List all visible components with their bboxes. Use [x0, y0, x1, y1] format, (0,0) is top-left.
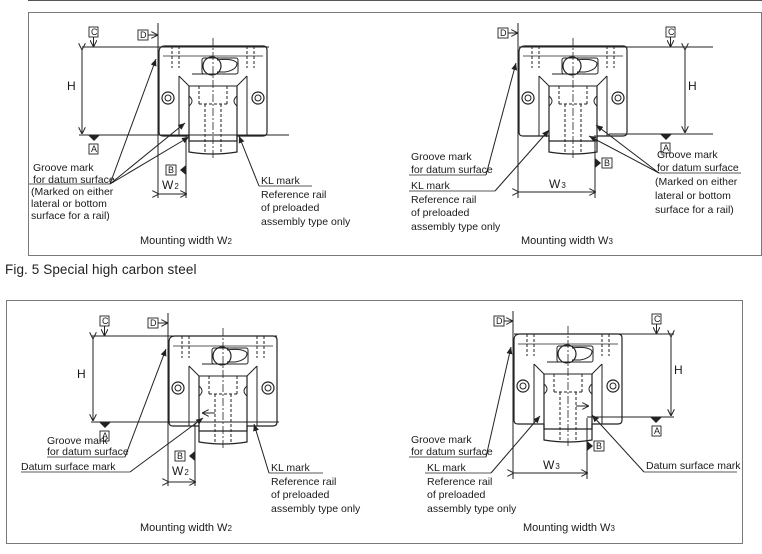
caption-bottom-left: Mounting width W2: [140, 522, 232, 534]
groove-mark-label-left: Groove mark for datum surface: [411, 151, 493, 176]
kl-leader-bl: [253, 423, 270, 474]
datum-b-label-right: B: [604, 158, 610, 168]
kl-leader-right: [494, 129, 550, 192]
datum-a-box-bl: [99, 430, 110, 442]
datum-d-label-right: D: [500, 28, 507, 38]
groove-leader-right-2: [588, 135, 660, 174]
datum-c-label-right: C: [668, 27, 675, 37]
datum-surface-mark-label-bl: Datum surface mark: [21, 461, 116, 473]
kl-leader: [238, 135, 260, 187]
h-label: H: [67, 79, 76, 93]
h-label-right: H: [688, 79, 697, 93]
datum-d-label-bl: D: [150, 318, 157, 328]
diagram-top-svg: H C D A B W2 Groove mark for datum surfa…: [29, 23, 742, 247]
datum-a-triangle-br: [650, 417, 662, 423]
groove-mark-label-right: Groove mark for datum surface (Marked on…: [655, 149, 742, 216]
w2-label: W2: [162, 178, 179, 192]
datum-surface-leader-bl: [129, 417, 204, 473]
groove-leader-br: [485, 346, 513, 458]
datum-b-box: [165, 164, 177, 176]
datum-b-triangle-br: [587, 441, 593, 451]
datum-a-label: A: [91, 144, 97, 154]
kl-mark-label-bl: KL mark Reference rail of preloaded asse…: [271, 462, 361, 515]
caption-top-left: Mounting width W2: [140, 235, 232, 247]
datum-b-triangle: [180, 165, 186, 175]
datum-a-box-right: [660, 142, 671, 154]
datum-b-box-right: [601, 157, 613, 169]
figure-caption: Fig. 5 Special high carbon steel: [5, 262, 197, 277]
groove-mark-label: Groove mark for datum surface (Marked on…: [31, 162, 118, 222]
datum-b-triangle-bl: [189, 451, 195, 461]
groove-mark-label-bl: Groove mark for datum surface: [47, 435, 129, 458]
kl-mark-label: KL mark Reference rail of preloaded asse…: [261, 175, 351, 228]
groove-leader-1: [109, 58, 157, 185]
block-drawing-top-right: [518, 37, 628, 161]
block-drawing-top-left: [158, 37, 268, 161]
diagram-panel-top: H C D A B W2 Groove mark for datum surfa…: [28, 12, 762, 256]
top-rule: [28, 0, 762, 1]
kl-mark-label-right: KL mark Reference rail of preloaded asse…: [411, 180, 501, 233]
datum-a-triangle: [88, 135, 100, 141]
h-label-br: H: [674, 363, 683, 377]
datum-a-label-bl: A: [102, 431, 108, 441]
diagram-bottom-svg: H C D A B W2 Groove mark for datum surfa…: [21, 311, 741, 534]
datum-a-triangle-right: [660, 134, 672, 140]
groove-leader-right-panel-left: [485, 62, 518, 176]
datum-c-label-br: C: [654, 314, 661, 324]
diagram-panel-bottom: H C D A B W2 Groove mark for datum surfa…: [6, 300, 743, 544]
groove-leader-2: [109, 122, 186, 185]
datum-a-label-right: A: [663, 143, 669, 153]
groove-leader-bl: [124, 348, 167, 458]
datum-d-label: D: [140, 30, 147, 40]
datum-b-label-br: B: [596, 441, 602, 451]
groove-leader-3: [109, 136, 190, 185]
datum-b-box-br: [593, 440, 605, 452]
h-label-bl: H: [77, 367, 86, 381]
datum-b-label-bl: B: [177, 451, 183, 461]
datum-a-triangle-bl: [99, 422, 111, 428]
caption-bottom-right: Mounting width W3: [523, 522, 615, 534]
kl-leader-br: [490, 415, 541, 474]
kl-mark-label-br: KL mark Reference rail of preloaded asse…: [427, 462, 517, 515]
datum-a-box: [88, 143, 99, 155]
datum-c-label-bl: C: [102, 316, 109, 326]
datum-b-box-bl: [174, 450, 186, 462]
w2-label-bl: W2: [172, 464, 189, 478]
datum-surface-leader-br: [591, 414, 645, 473]
datum-b-triangle-right: [595, 158, 601, 168]
datum-a-box-br: [651, 425, 662, 437]
w3-label: W3: [549, 177, 566, 191]
groove-leader-right-1: [595, 124, 660, 174]
groove-mark-label-br: Groove mark for datum surface: [411, 434, 493, 458]
caption-top-right: Mounting width W3: [521, 235, 613, 247]
w3-label-br: W3: [543, 458, 560, 472]
datum-surface-mark-label-br: Datum surface mark: [646, 460, 741, 472]
datum-a-label-br: A: [654, 426, 660, 436]
datum-d-label-br: D: [496, 316, 503, 326]
datum-b-label: B: [168, 165, 174, 175]
datum-c-label: C: [91, 27, 98, 37]
